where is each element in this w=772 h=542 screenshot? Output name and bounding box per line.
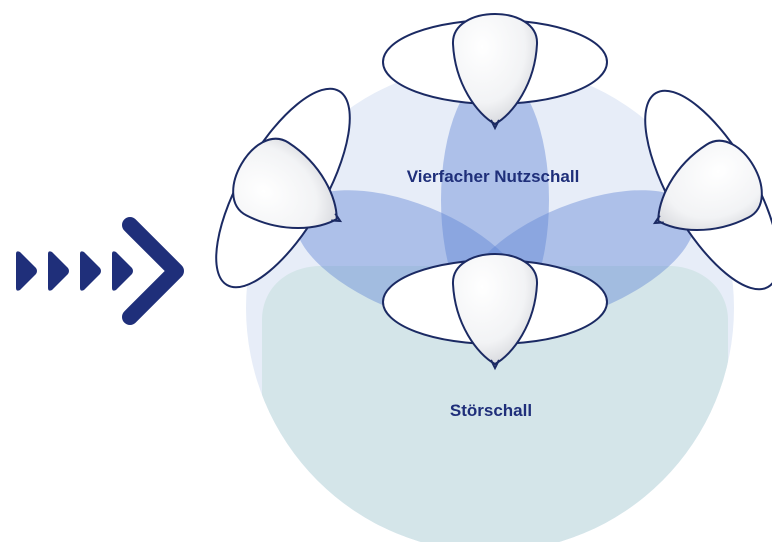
triangle-arrow-icon [16, 251, 37, 291]
noise-sound-label: Störschall [450, 401, 532, 420]
triangle-arrow-icon [112, 251, 133, 291]
chevron-arrows-icon [16, 217, 184, 325]
triangle-arrow-icon [80, 251, 101, 291]
noise-region [262, 266, 728, 542]
triangle-arrow-icon [48, 251, 69, 291]
chevron-icon [122, 217, 184, 325]
useful-sound-label: Vierfacher Nutzschall [407, 167, 580, 186]
